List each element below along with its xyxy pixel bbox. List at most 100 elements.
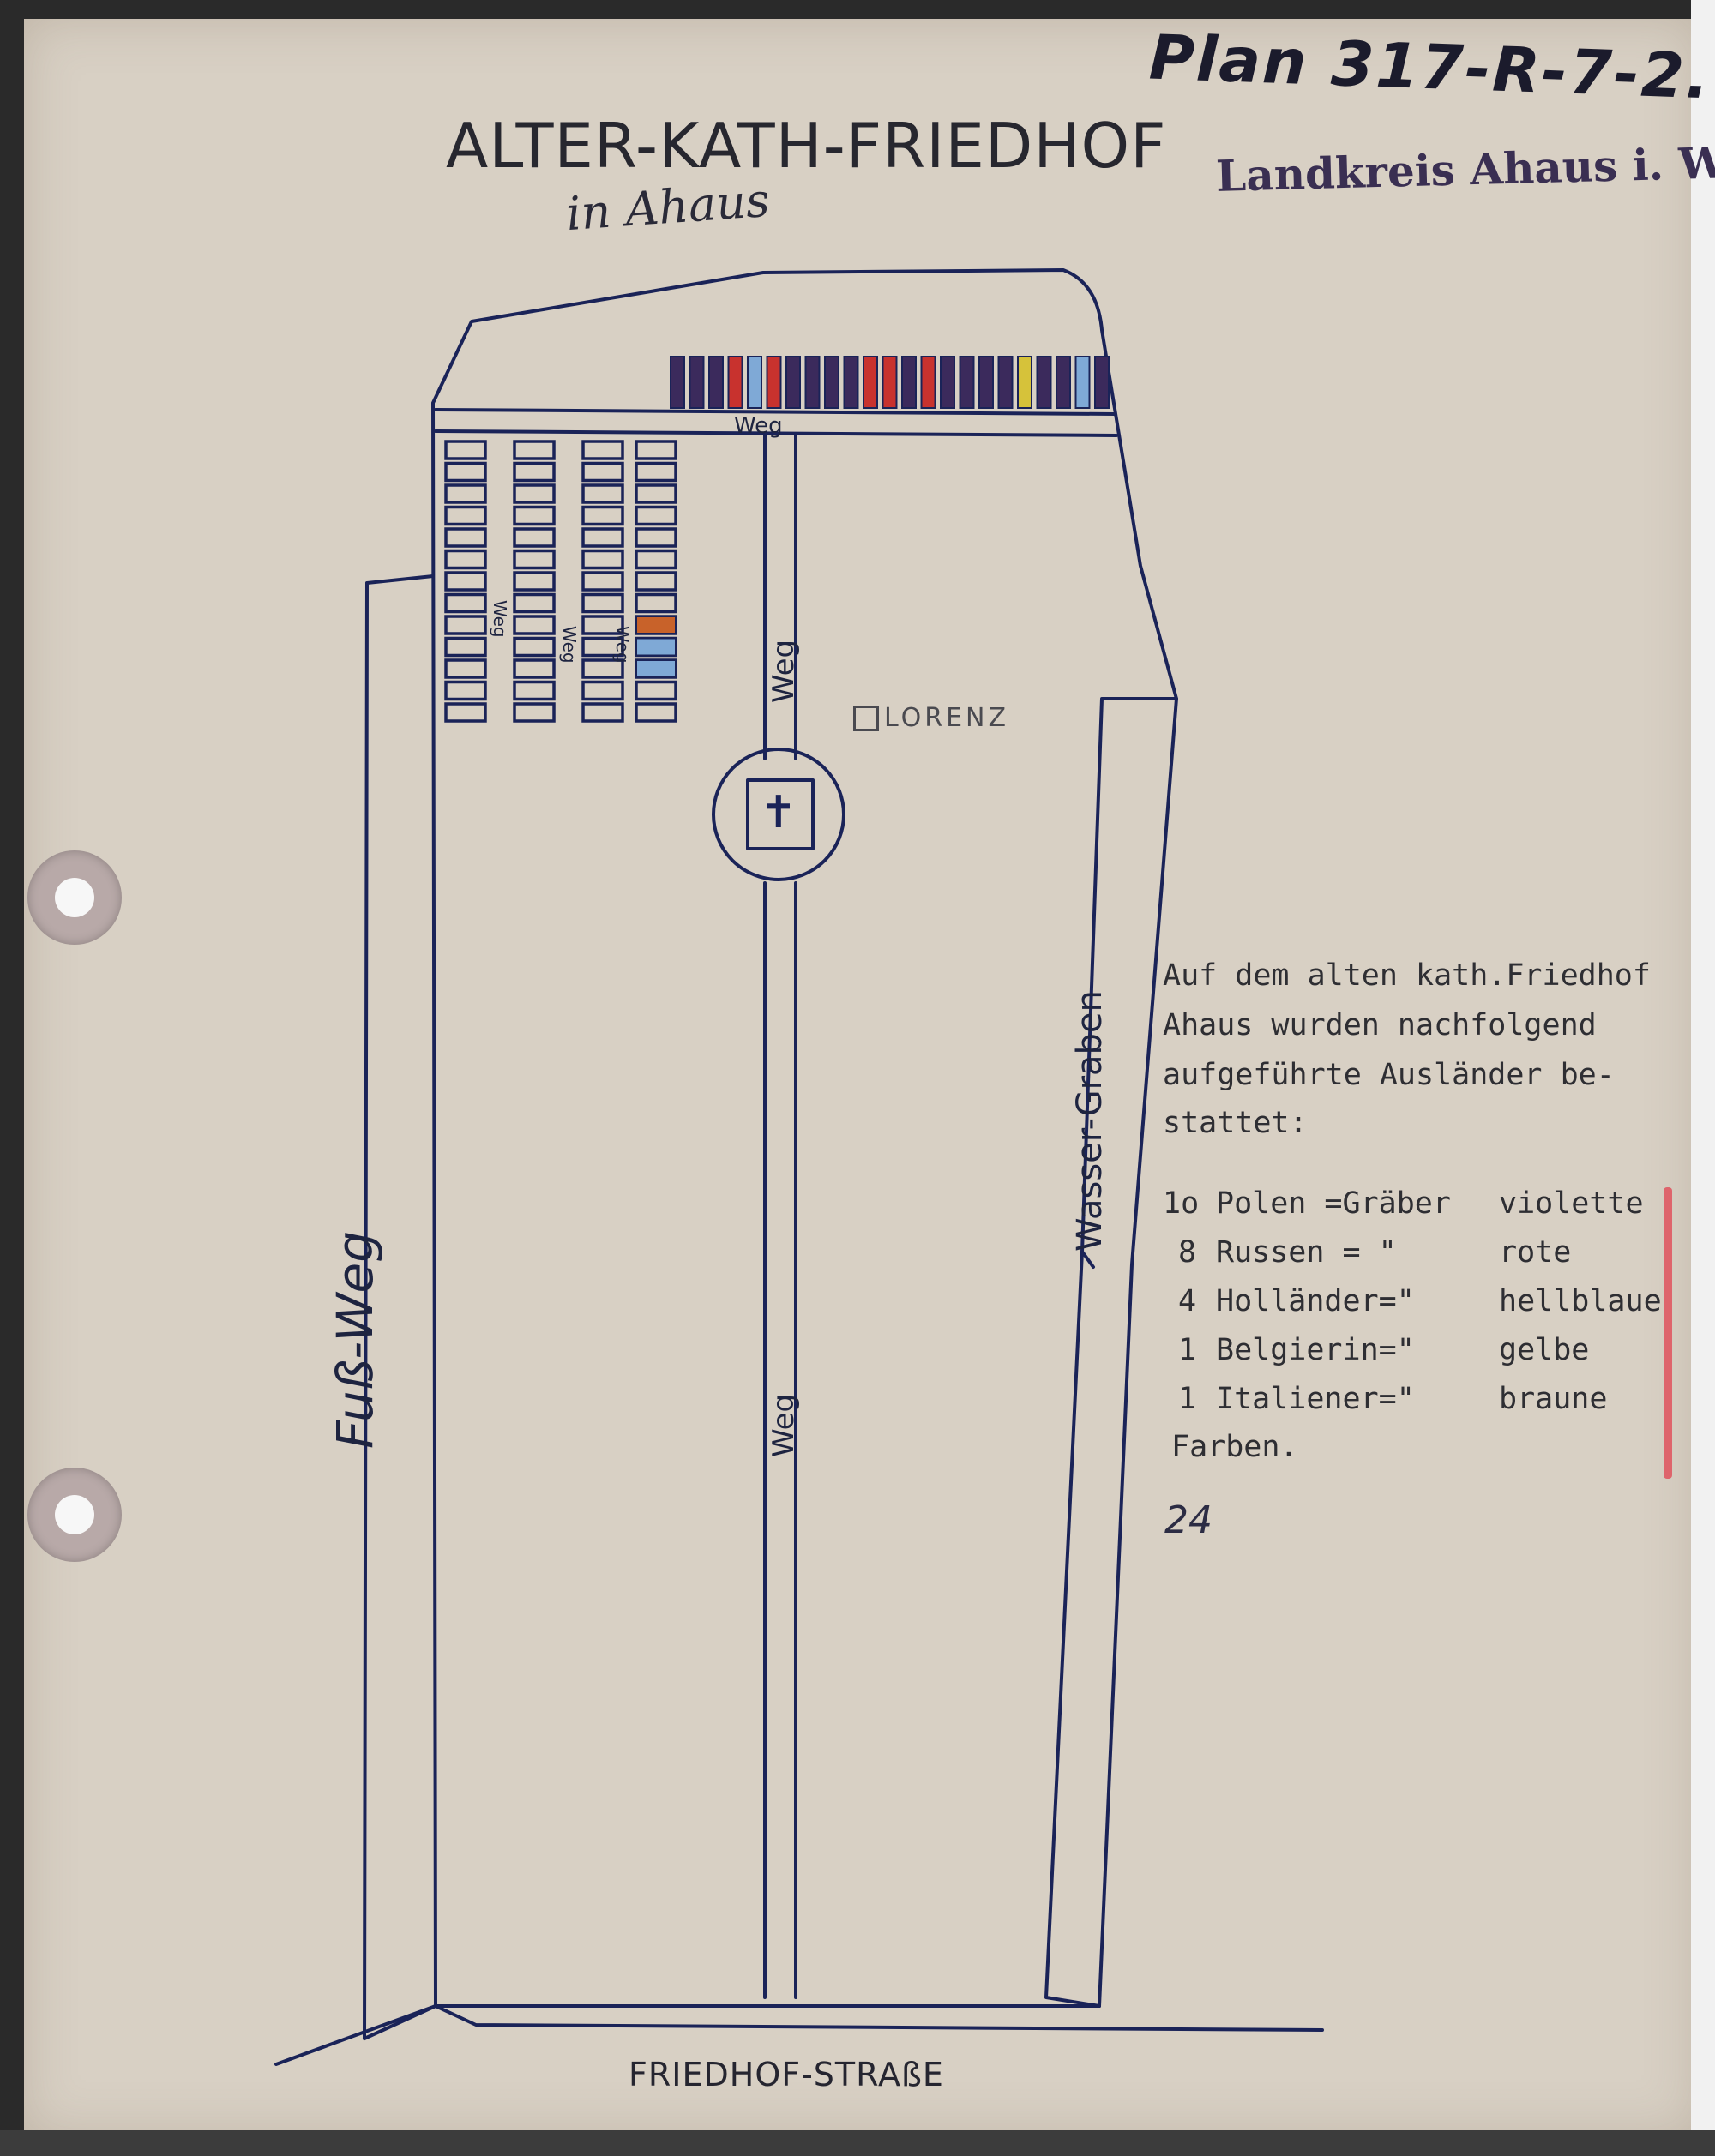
path-top — [434, 408, 1118, 437]
burial-count: 1 — [1178, 1382, 1197, 1416]
grave-plot — [581, 592, 624, 614]
footpath-label: Fuß-Weg — [326, 1230, 384, 1449]
grave-plot — [513, 615, 556, 635]
grave-plot — [635, 505, 677, 526]
scan-edge-right — [1691, 0, 1715, 2156]
grave-top-violet — [978, 356, 994, 409]
lorenz-text: LORENZ — [884, 703, 1010, 733]
grave-plot — [513, 592, 556, 614]
path-center — [763, 434, 797, 1999]
water-ditch — [1044, 697, 1178, 2008]
grave-plot — [444, 549, 487, 570]
note-line: aufgeführte Ausländer be- — [1163, 1058, 1615, 1092]
burial-count: 1o — [1163, 1186, 1200, 1221]
grave-plot — [635, 680, 677, 701]
grave-top-red — [920, 356, 936, 409]
burial-color: rote — [1499, 1235, 1572, 1270]
grave-top-violet — [824, 356, 839, 409]
page-title: ALTER-KATH-FRIEDHOF — [446, 110, 1167, 182]
grave-plot — [581, 702, 624, 723]
grave-plot — [581, 440, 624, 460]
grave-top-violet — [670, 356, 685, 409]
grave-plot — [513, 549, 556, 570]
grave-plot — [581, 527, 624, 548]
grave-plot — [581, 615, 624, 635]
burial-nationality: Polen =Gräber — [1216, 1186, 1451, 1221]
grave-top-violet — [689, 356, 705, 409]
grave-plot — [444, 658, 487, 679]
grave-colored-lightblue — [635, 659, 677, 678]
grave-plot — [635, 527, 677, 548]
burial-nationality: Belgierin=" — [1216, 1333, 1415, 1367]
grave-plot — [444, 680, 487, 701]
grave-plot — [581, 549, 624, 570]
scan-edge-bottom — [0, 2130, 1715, 2156]
grave-row-path-label: Weg — [490, 600, 510, 638]
grave-plot — [444, 615, 487, 635]
burial-count: 8 — [1178, 1235, 1197, 1270]
burial-nationality: Italiener=" — [1216, 1382, 1415, 1416]
cemetery-boundary — [431, 268, 1178, 2008]
grave-top-violet — [804, 356, 821, 409]
grave-plot — [513, 483, 556, 504]
grave-plot — [513, 571, 556, 592]
grave-top-violet — [785, 356, 801, 409]
grave-top-red — [727, 356, 743, 409]
grave-plot — [513, 702, 556, 723]
grave-plot — [581, 571, 624, 592]
chapel-cross-box — [746, 778, 815, 850]
grave-top-violet — [1056, 356, 1071, 409]
grave-plot — [513, 527, 556, 548]
grave-top-violet — [1094, 356, 1110, 409]
lorenz-grave-label: LORENZ — [853, 703, 1009, 733]
path-center-upper-label: Weg — [767, 639, 801, 703]
grave-plot — [635, 702, 677, 723]
grave-plot — [513, 680, 556, 701]
grave-plot — [513, 505, 556, 526]
burial-nationality: Holländer=" — [1216, 1284, 1415, 1318]
grave-plot — [581, 680, 624, 701]
grave-top-violet — [1036, 356, 1052, 409]
burial-color: gelbe — [1499, 1333, 1590, 1367]
grave-row-path-label: Weg — [559, 626, 580, 664]
note-closing: Farben. — [1171, 1430, 1298, 1464]
grave-top-violet — [901, 356, 917, 409]
grave-plot — [581, 658, 624, 679]
burial-count: 4 — [1178, 1284, 1197, 1318]
grave-plot — [444, 702, 487, 723]
grave-top-violet — [959, 356, 975, 409]
grave-plot — [635, 571, 677, 592]
note-line: Ahaus wurden nachfolgend — [1163, 1008, 1597, 1042]
grave-top-lightblue — [747, 356, 762, 409]
red-margin-mark — [1664, 1187, 1672, 1479]
grave-plot — [513, 461, 556, 483]
grave-plot — [444, 461, 487, 483]
grave-plot — [635, 483, 677, 504]
grave-plot — [635, 549, 677, 570]
grave-plot — [444, 592, 487, 614]
grave-plot — [581, 505, 624, 526]
note-line: stattet: — [1163, 1106, 1308, 1140]
grave-plot — [513, 636, 556, 658]
ditch-label: Wasser-Graben — [1070, 990, 1110, 1252]
grave-plot — [513, 658, 556, 679]
grave-plot — [513, 440, 556, 460]
grave-top-red — [766, 356, 782, 409]
grave-plot — [635, 461, 677, 483]
grave-colored-lightblue — [635, 637, 677, 657]
grave-top-lightblue — [1074, 356, 1091, 409]
path-center-lower-label: Weg — [767, 1393, 801, 1457]
grave-plot — [444, 636, 487, 658]
grave-colored-brown — [635, 616, 677, 634]
burial-nationality: Russen = " — [1216, 1235, 1397, 1270]
grave-top-violet — [997, 356, 1014, 409]
street-line — [274, 2004, 1324, 2066]
grave-plot — [581, 461, 624, 483]
grave-top-violet — [940, 356, 955, 409]
document-page — [24, 19, 1698, 2136]
tally-total: 24 — [1164, 1498, 1213, 1542]
burial-count: 1 — [1178, 1333, 1197, 1367]
grave-plot — [444, 527, 487, 548]
grave-plot — [444, 571, 487, 592]
